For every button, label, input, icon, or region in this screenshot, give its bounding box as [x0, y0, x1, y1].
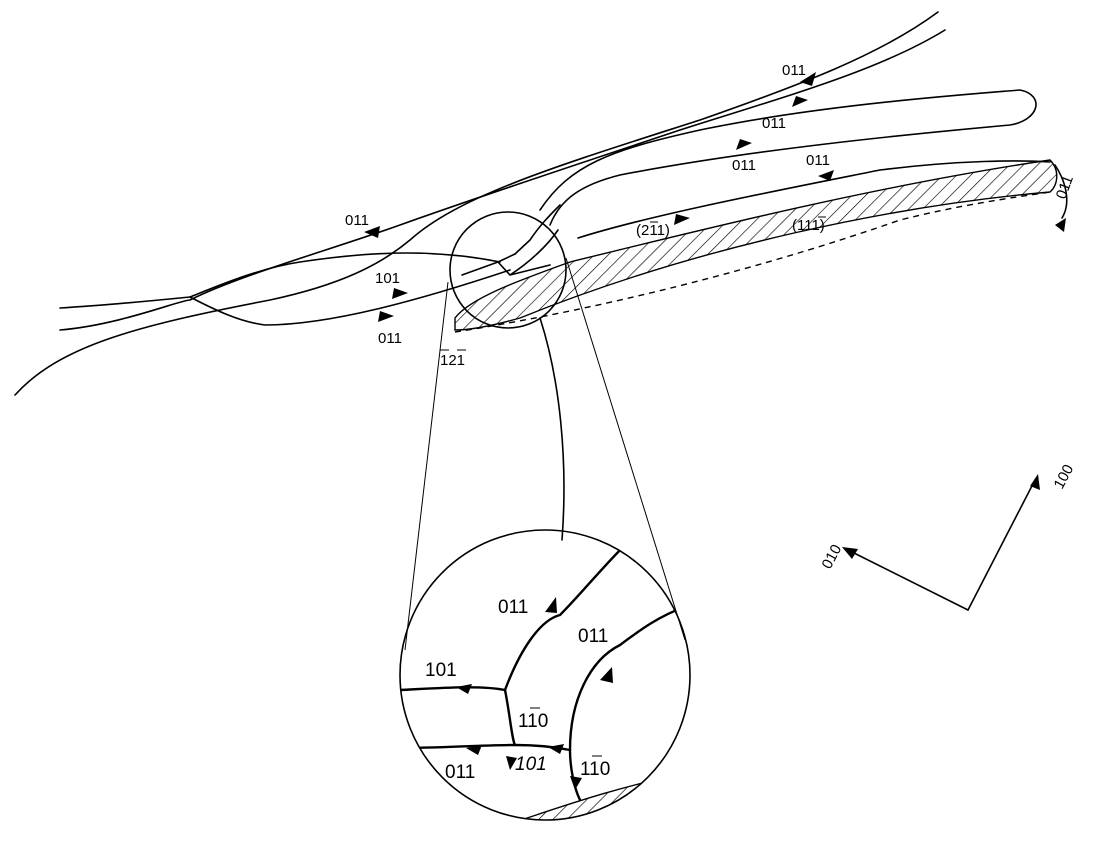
arrow-mid-a: [736, 139, 752, 150]
arrow-left-011: [378, 311, 394, 322]
label-mid-left: 011: [345, 212, 369, 229]
label-left-011: 011: [378, 330, 402, 347]
label-left-101: 101: [375, 270, 400, 287]
arrow-211: [674, 214, 690, 225]
label-dir-121: 121: [440, 352, 465, 369]
main-labels: 011 011 011 011 011 011 101 011 (211) (1…: [345, 62, 1077, 369]
axes: 010 100: [819, 462, 1078, 611]
axis-010-label: 010: [819, 542, 846, 572]
axis-100-line: [967, 479, 1036, 611]
projection-line-left: [404, 281, 449, 651]
inset-label-101-left: 101: [425, 660, 457, 681]
inset-magnified: 011 011 101 110 011 101 110: [399, 529, 691, 821]
inset-circle: [399, 529, 691, 821]
arrow-mid-left: [364, 226, 380, 238]
inset-line-110-center: [503, 688, 517, 747]
overbars: [440, 216, 826, 351]
inset-overbars: [530, 707, 602, 757]
inset-label-110-right: 110: [580, 759, 610, 780]
inset-label-101-bottom: 101: [515, 754, 547, 775]
inset-line-011-top: [503, 543, 627, 692]
zoom-node: [461, 204, 561, 276]
arrow-101: [392, 288, 408, 299]
inset-label-011-right: 011: [578, 626, 608, 647]
inset-label-011-bottom: 011: [445, 762, 475, 783]
label-plane-211: (211): [636, 222, 670, 239]
line-outer-top-2: [59, 29, 946, 331]
axis-100-label: 100: [1051, 462, 1078, 492]
axis-010-arrowhead: [842, 547, 858, 559]
partial-dislocation-dash: [454, 191, 1051, 333]
inset-line-110-right: [568, 748, 582, 802]
inset-label-011-top: 011: [498, 597, 528, 618]
line-loop-lower: [577, 160, 1051, 239]
projection-line-right: [565, 257, 686, 641]
label-top-a: 011: [782, 62, 806, 79]
inset-arrowheads: [456, 597, 613, 790]
line-loop-upper: [539, 89, 1037, 226]
main-arrowheads: [364, 72, 1066, 322]
middle-lines: [59, 89, 1051, 326]
inset-line-011-bottom: [400, 743, 572, 752]
arrow-right-end: [1055, 218, 1066, 232]
line-101: [59, 252, 501, 309]
inset-label-110-center: 110: [518, 711, 548, 732]
inset-line-101-left: [400, 686, 507, 692]
upper-line-pair: [14, 11, 946, 396]
axis-100-arrowhead: [1030, 474, 1040, 490]
label-plane-111: (111): [792, 217, 825, 234]
stem-curve: [539, 317, 565, 541]
ribbon-end-arc: [1054, 164, 1068, 219]
inset-line-011-right: [568, 603, 690, 752]
label-mid-a: 011: [732, 157, 756, 174]
line-011-lower: [189, 269, 511, 326]
axis-010-line: [847, 549, 969, 611]
arrow-mid-b: [818, 170, 834, 181]
arrow-top-a: [800, 72, 816, 86]
zoom-circle: [449, 211, 567, 329]
label-mid-b: 011: [806, 152, 830, 169]
arrow-top-b: [792, 96, 808, 107]
label-top-b: 011: [762, 115, 786, 132]
line-outer-top: [14, 11, 939, 396]
